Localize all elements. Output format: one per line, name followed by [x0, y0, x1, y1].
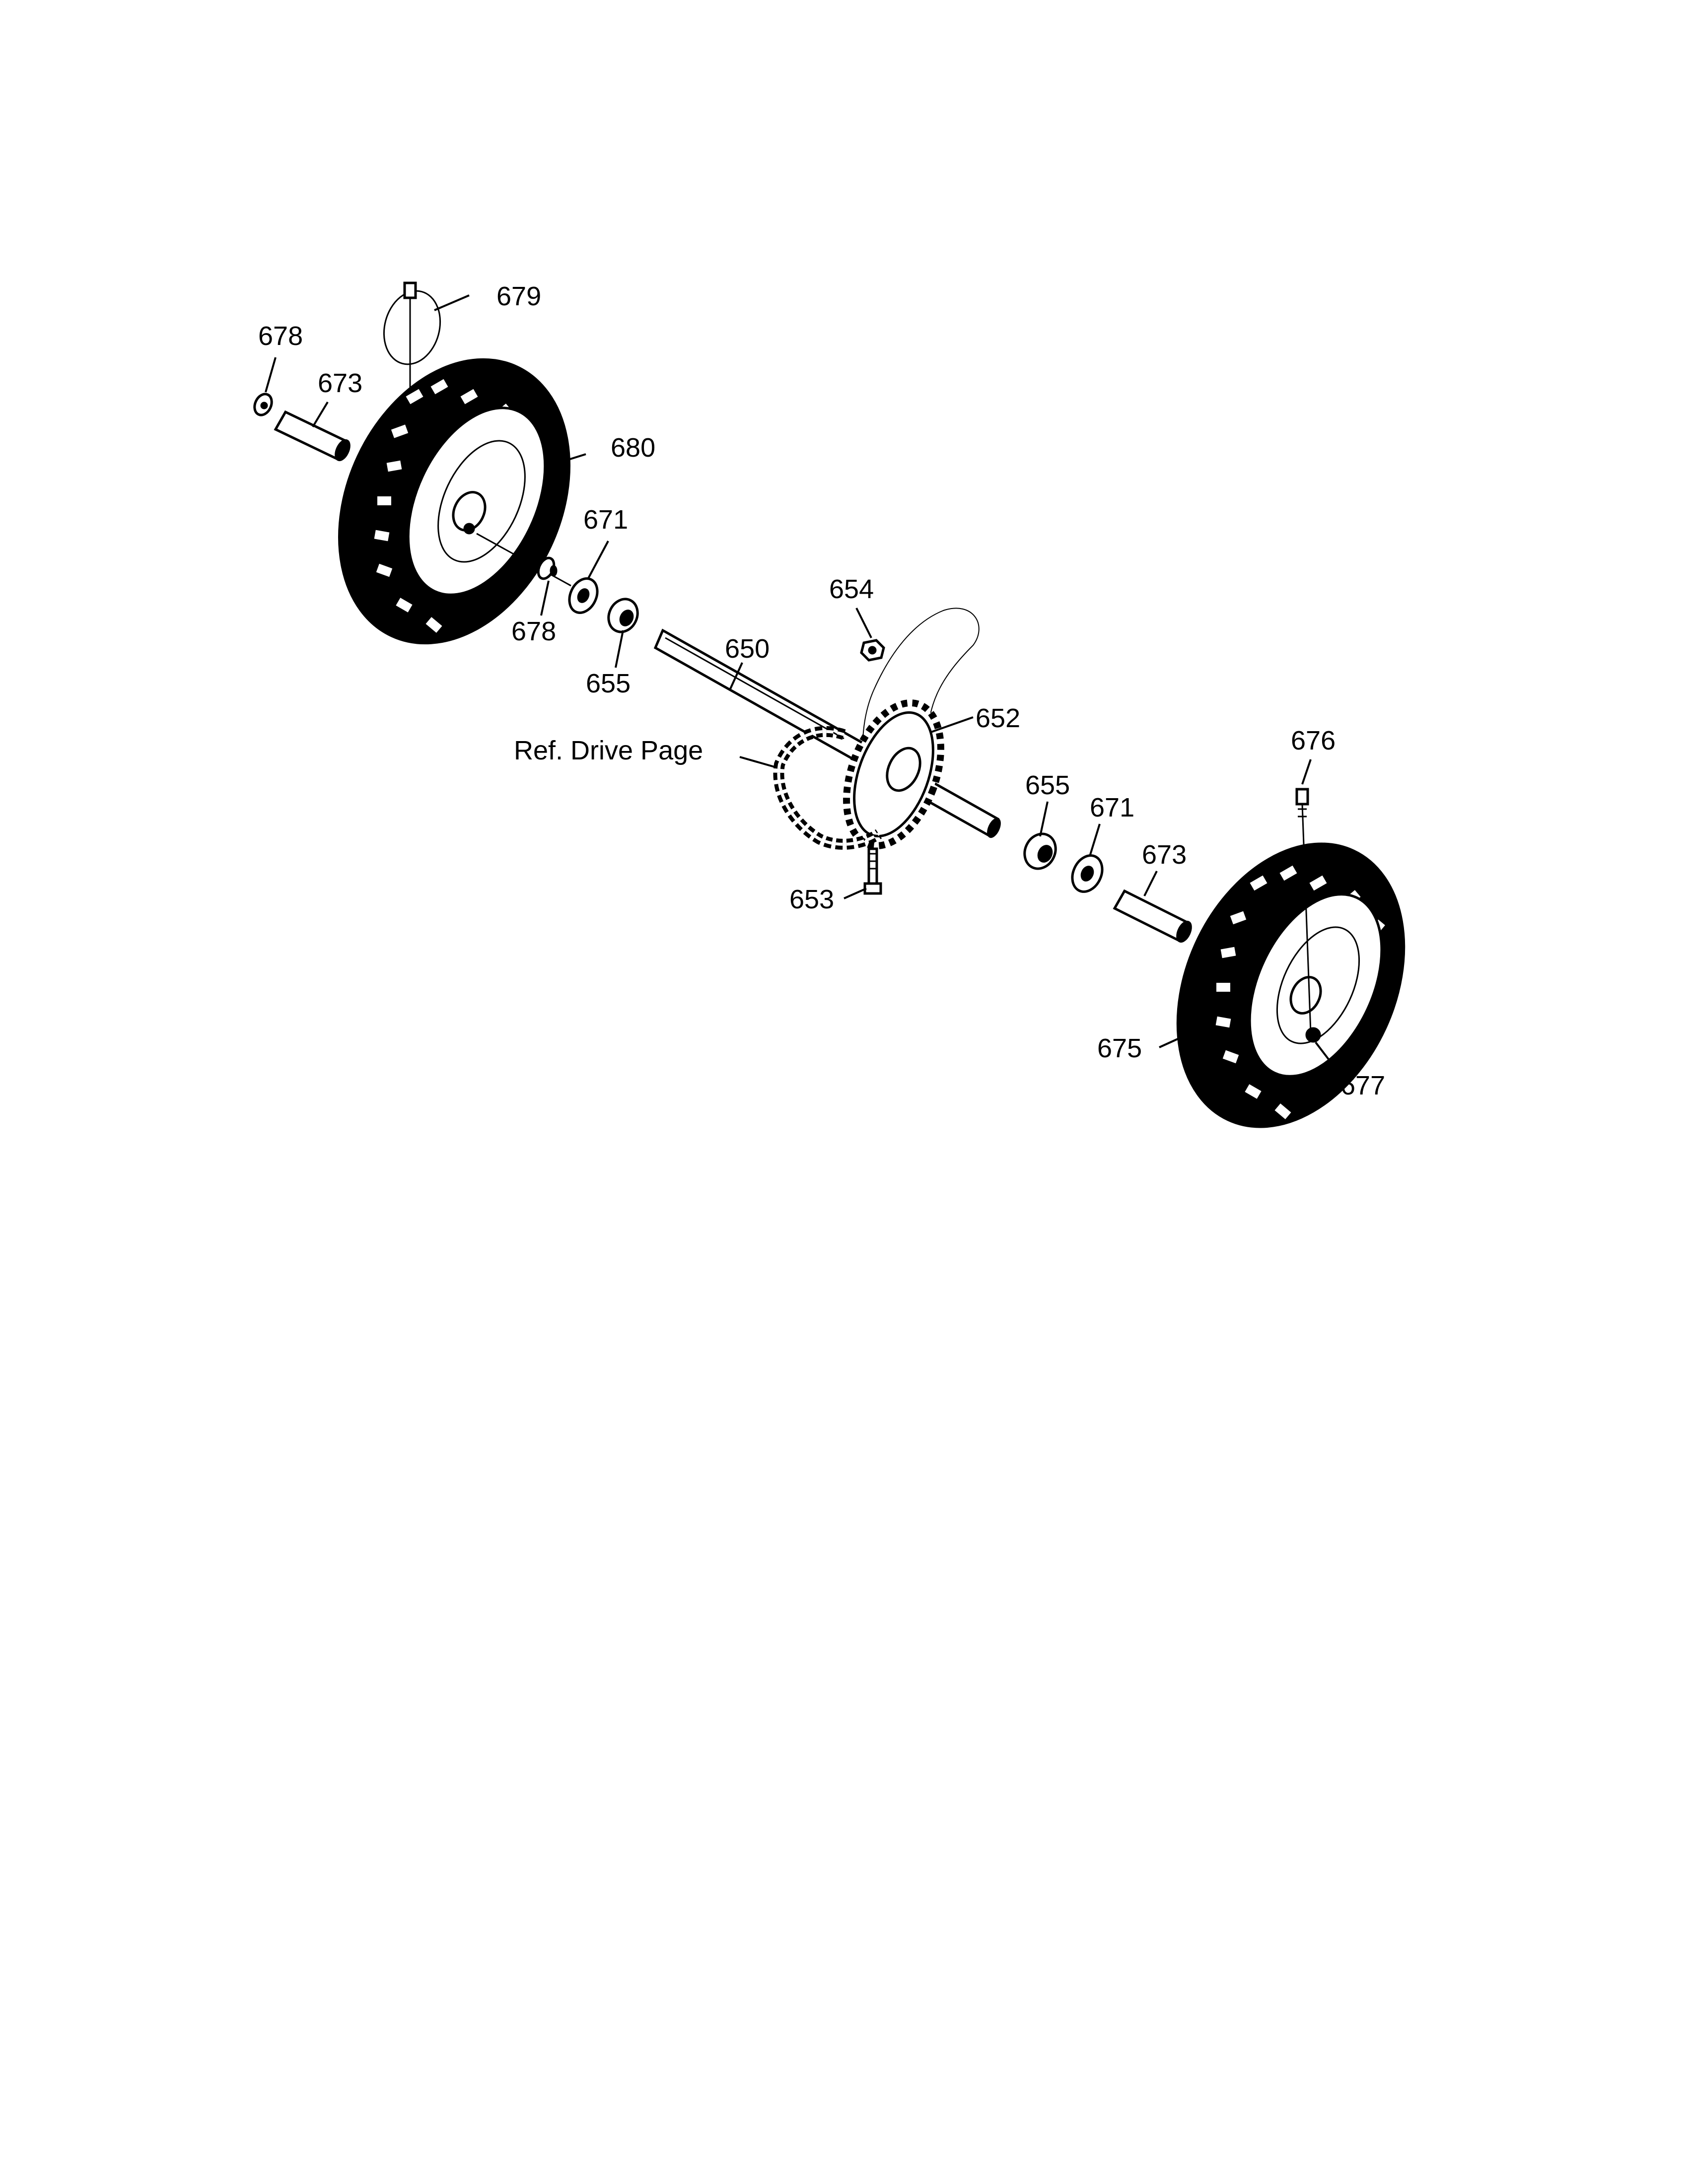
callout-675: 675 — [1097, 1033, 1142, 1063]
callout-655-right: 655 — [1025, 770, 1070, 800]
callout-ref-drive-page: Ref. Drive Page — [514, 736, 703, 765]
callout-653: 653 — [789, 885, 834, 914]
part-652-sprocket — [843, 699, 944, 849]
callout-680: 680 — [611, 433, 655, 463]
leader-lines — [265, 294, 1349, 1086]
left-axle-pin-line — [476, 533, 571, 587]
callout-655-left: 655 — [586, 669, 631, 698]
left-wheel-680 — [338, 358, 570, 645]
callout-678-inner: 678 — [511, 616, 556, 646]
callout-labels: 679 678 673 680 671 678 655 650 654 652 … — [258, 281, 1385, 1100]
part-671-washer-right — [1071, 854, 1104, 893]
part-678-clip-inner — [537, 556, 558, 580]
callout-677: 677 — [1340, 1071, 1385, 1100]
part-676-bolt — [1295, 788, 1312, 1033]
part-654-nut — [860, 639, 885, 662]
part-679-lynch-pin — [383, 281, 441, 392]
callout-676: 676 — [1291, 726, 1336, 755]
part-673-spacer-right — [1113, 889, 1192, 943]
part-678-clip-outer — [253, 393, 273, 416]
callout-671-left: 671 — [583, 505, 628, 535]
callout-671-right: 671 — [1090, 793, 1134, 822]
drive-chain — [773, 726, 882, 850]
callout-673-right: 673 — [1142, 840, 1187, 870]
callout-650: 650 — [725, 634, 770, 664]
right-wheel-675 — [1176, 842, 1406, 1128]
callout-673-left: 673 — [318, 368, 362, 398]
part-655-bearing-left — [607, 598, 639, 633]
part-653-bolt — [863, 847, 882, 895]
callout-652: 652 — [976, 703, 1020, 733]
part-655-bearing-right — [1023, 832, 1057, 870]
callout-679: 679 — [496, 281, 541, 311]
callout-654: 654 — [829, 574, 874, 604]
callout-678-outer: 678 — [258, 321, 303, 351]
right-tire-tread — [1215, 865, 1385, 1119]
part-673-spacer-left — [274, 410, 351, 462]
part-671-washer-left — [568, 577, 599, 614]
